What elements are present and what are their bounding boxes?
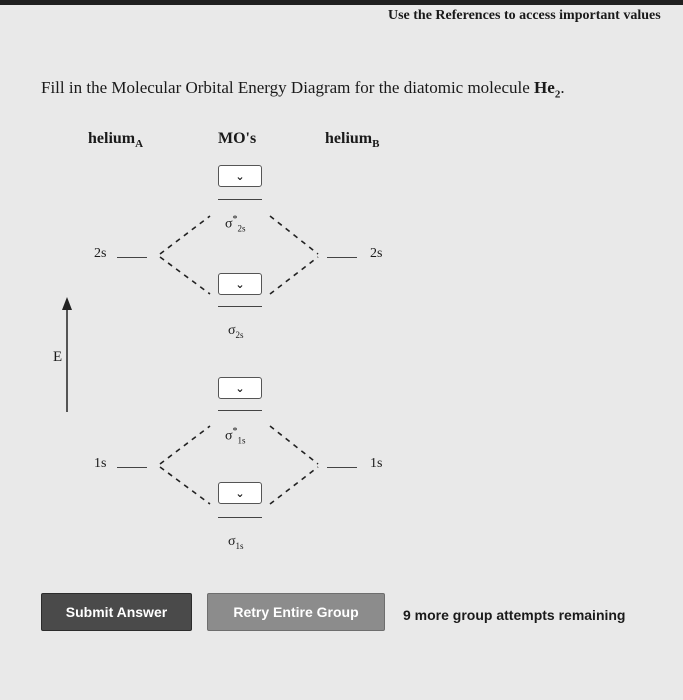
mo-sigma-star-2s-dropdown[interactable]: ⌄ — [218, 273, 262, 295]
chevron-down-icon: ⌄ — [235, 277, 245, 291]
mo-sigma-star-2s-level — [218, 199, 262, 200]
mo-sigma-2s-level — [218, 306, 262, 307]
energy-axis-label: E — [53, 349, 63, 365]
sigma-symbol: σ — [225, 428, 233, 444]
orbital-subscript: 2s — [235, 329, 244, 340]
molecule-formula: He2 — [534, 78, 561, 101]
column-header-helium-a: heliumA — [88, 130, 143, 150]
chevron-down-icon: ⌄ — [235, 169, 245, 183]
ao-1s-a-label: 1s — [94, 456, 107, 471]
connector-1s-a-to-sigma-star-1s — [159, 425, 211, 465]
mo-sigma-2s-dropdown[interactable]: ⌄ — [218, 377, 262, 399]
mo-sigma-1s-label: σ1s — [228, 534, 244, 551]
orbital-subscript: 1s — [235, 540, 244, 551]
energy-arrow — [62, 297, 72, 412]
attempts-remaining-text: 9 more group attempts remaining — [403, 607, 626, 623]
submit-answer-button[interactable]: Submit Answer — [41, 593, 192, 631]
connector-1s-a-to-sigma-1s — [159, 466, 211, 505]
sigma-symbol: σ — [228, 323, 236, 338]
mo-sigma-star-1s-level — [218, 410, 262, 411]
ao-2s-b-level — [327, 257, 357, 258]
retry-entire-group-button[interactable]: Retry Entire Group — [207, 593, 385, 631]
atom-a-subscript: A — [135, 138, 144, 151]
mo-sigma-star-2s-label: σ*2s — [225, 214, 246, 233]
orbital-subscript: 1s — [237, 435, 246, 446]
question-prompt: Fill in the Molecular Orbital Energy Dia… — [41, 78, 565, 100]
ao-2s-a-level — [117, 257, 147, 258]
references-notice: Use the References to access important v… — [388, 8, 661, 23]
column-header-helium-b: heliumB — [325, 130, 379, 150]
mo-sigma-star-1s-label: σ*1s — [225, 426, 246, 445]
chevron-down-icon: ⌄ — [235, 486, 245, 500]
connector-1s-b-to-sigma-1s — [269, 466, 319, 505]
connector-2s-a-to-sigma-star-2s — [159, 215, 211, 255]
chevron-down-icon: ⌄ — [235, 381, 245, 395]
molecule-symbol: He — [534, 78, 555, 97]
atom-b-subscript: B — [372, 138, 380, 151]
ao-1s-b-label: 1s — [370, 456, 383, 471]
atom-a-label: helium — [88, 130, 136, 147]
connector-2s-a-to-sigma-2s — [159, 256, 211, 295]
prompt-text: Fill in the Molecular Orbital Energy Dia… — [41, 78, 535, 97]
orbital-subscript: 2s — [237, 223, 246, 234]
atom-b-label: helium — [325, 130, 373, 147]
mo-top-dropdown[interactable]: ⌄ — [218, 165, 262, 187]
star-symbol: * — [232, 214, 238, 225]
molecule-subscript: 2 — [554, 88, 561, 101]
connector-2s-b-to-sigma-star-2s — [269, 215, 319, 255]
prompt-end: . — [560, 78, 565, 97]
mo-sigma-2s-label: σ2s — [228, 323, 244, 340]
top-bar — [0, 0, 683, 5]
sigma-symbol: σ — [225, 216, 233, 232]
mo-sigma-1s-level — [218, 517, 262, 518]
ao-2s-b-label: 2s — [370, 246, 383, 261]
ao-1s-b-level — [327, 467, 357, 468]
ao-2s-a-label: 2s — [94, 246, 107, 261]
mo-sigma-star-1s-dropdown[interactable]: ⌄ — [218, 482, 262, 504]
ao-1s-a-level — [117, 467, 147, 468]
column-header-mos: MO's — [218, 130, 257, 147]
sigma-symbol: σ — [228, 534, 236, 549]
connector-2s-b-to-sigma-2s — [269, 256, 319, 295]
star-symbol: * — [232, 426, 238, 437]
connector-1s-b-to-sigma-star-1s — [269, 425, 319, 465]
